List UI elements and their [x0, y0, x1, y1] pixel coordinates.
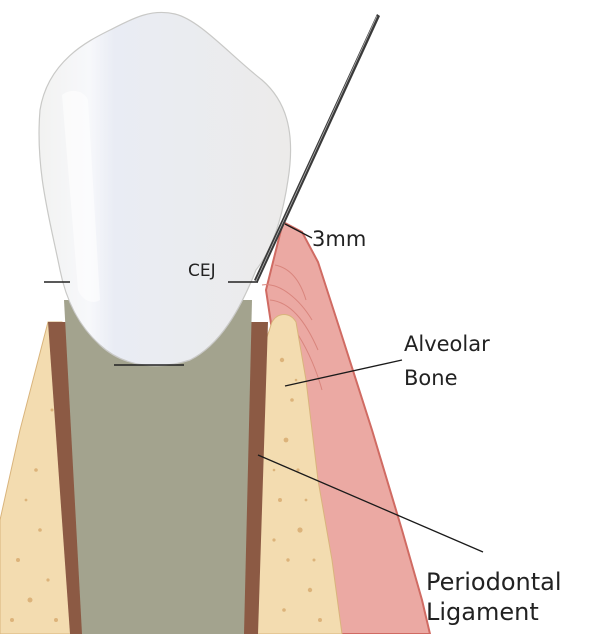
alveolar-bone-label-line1: Alveolar — [404, 332, 490, 356]
periodontal-ligament-label-line1: Periodontal — [426, 568, 562, 596]
cej-label: CEJ — [188, 261, 216, 281]
alveolar-bone-label-line2: Bone — [404, 366, 457, 390]
measurement-label: 3mm — [312, 227, 366, 251]
periodontal-ligament-label-line2: Ligament — [426, 598, 539, 626]
